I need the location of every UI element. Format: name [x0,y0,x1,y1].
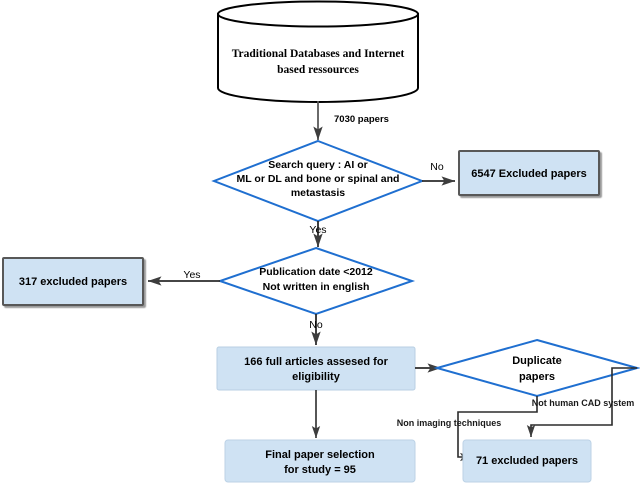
connector-duplicate-notcad [526,367,637,438]
publication-date-label-line2: Not written in english [263,281,370,293]
edge-label-query-no: No [430,161,444,173]
node-database: Traditional Databases and Internet based… [217,0,419,103]
excluded-317-box [2,257,144,306]
edge-label-query-yes: Yes [309,224,326,236]
final-selection-label-line1: Final paper selection [265,449,375,461]
search-query-label-line3: metastasis [291,187,345,199]
excluded-71-box [462,439,592,483]
node-excluded-6547: 6547 Excluded papers [458,150,600,196]
full-articles-label-line1: 166 full articles assesed for [244,356,388,368]
duplicate-papers-diamond [433,338,640,398]
search-query-label-line1: Search query : AI or [268,159,367,171]
duplicate-papers-label-line1: Duplicate [512,355,562,367]
final-selection-label-line2: for study = 95 [284,464,356,476]
edge-label-pubdate-no: No [309,319,323,331]
edge-label-7030-papers: 7030 papers [334,114,389,125]
excluded-6547-label: 6547 Excluded papers [471,168,587,180]
edge-label-non-imaging-techniques: Non imaging techniques [397,418,502,428]
cylinder-top [217,0,419,28]
node-duplicate-papers: Duplicate papers [433,338,640,398]
edge-label-pubdate-yes: Yes [183,269,200,281]
excluded-317-label: 317 excluded papers [19,276,127,288]
node-final-selection: Final paper selection for study = 95 [224,439,416,483]
duplicate-papers-label-line2: papers [519,371,555,383]
excluded-71-label: 71 excluded papers [476,455,578,467]
node-excluded-317: 317 excluded papers [2,257,144,306]
node-excluded-71: 71 excluded papers [462,439,592,483]
publication-date-label-line1: Publication date <2012 [259,266,373,278]
database-label-line2: based ressources [277,64,359,76]
node-search-query: Search query : AI or ML or DL and bone o… [211,139,425,223]
database-label-line1: Traditional Databases and Internet [232,48,405,60]
excluded-6547-box [458,150,600,196]
final-selection-box [224,439,416,483]
full-articles-box [216,346,416,391]
search-query-label-line2: ML or DL and bone or spinal and [237,173,400,185]
node-publication-date: Publication date <2012 Not written in en… [216,246,416,316]
full-articles-label-line2: eligibility [292,371,341,383]
edge-label-not-human-cad-system: Not human CAD system [532,398,635,408]
cylinder-body [217,13,419,103]
node-full-articles: 166 full articles assesed for eligibilit… [216,346,416,391]
